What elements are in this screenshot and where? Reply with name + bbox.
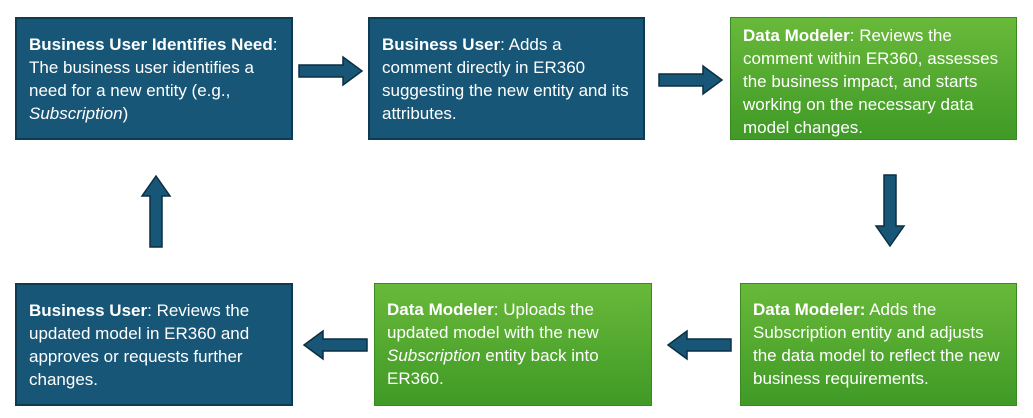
step-5-data-modeler-uploads-model: Data Modeler: Uploads the updated model … [374, 283, 652, 406]
step-text: ) [122, 104, 129, 123]
arrow-up-icon [140, 174, 172, 248]
step-text: : Adds a comment directly in ER360 sugge… [382, 35, 629, 123]
step-text: : The business user identifies a need fo… [29, 35, 278, 100]
arrow-down-icon [874, 174, 906, 248]
arrow-right-icon [298, 55, 364, 87]
step-role-label: Data Modeler: [753, 300, 866, 319]
step-text: Adds the Subscription entity and adjusts… [753, 300, 1000, 388]
step-6-business-user-reviews-model: Business User: Reviews the updated model… [15, 283, 293, 406]
arrow-right-icon [658, 64, 724, 96]
step-4-data-modeler-adds-entity: Data Modeler: Adds the Subscription enti… [740, 283, 1017, 406]
step-3-data-modeler-reviews-comment: Data Modeler: Reviews the comment within… [730, 17, 1017, 140]
step-text: entity back into ER360. [387, 346, 599, 388]
step-role-label: Business User [29, 301, 148, 320]
step-1-business-user-identifies-need: Business User Identifies Need: The busin… [15, 17, 293, 140]
step-text: Subscription [29, 104, 123, 123]
arrow-left-icon [302, 329, 368, 361]
step-text: : Uploads the updated model with the new [387, 300, 599, 342]
step-role-label: Data Modeler [387, 300, 494, 319]
step-text: : Reviews the comment within ER360, asse… [743, 26, 999, 137]
step-2-business-user-adds-comment: Business User: Adds a comment directly i… [368, 17, 645, 140]
step-role-label: Business User Identifies Need [29, 35, 273, 54]
step-role-label: Data Modeler [743, 26, 850, 45]
step-role-label: Business User [382, 35, 501, 54]
step-text: : Reviews the updated model in ER360 and… [29, 301, 250, 389]
step-text: Subscription [387, 346, 481, 365]
arrow-left-icon [666, 329, 732, 361]
